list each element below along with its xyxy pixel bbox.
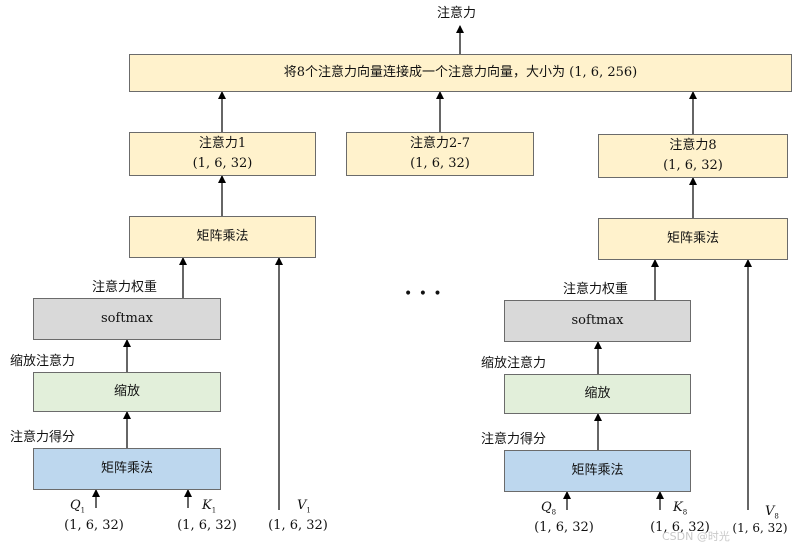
left-scale-label: 缩放 [113, 384, 140, 399]
left-matmul-top-label: 矩阵乘法 [196, 229, 249, 244]
right-scale-label: 缩放 [584, 386, 611, 401]
right-weights-label: 注意力权重 [563, 282, 629, 297]
concat-text: 将8个注意力向量连接成一个注意力向量，大小为 (1, 6, 256) [283, 65, 638, 80]
left-q-shape: (1, 6, 32) [64, 518, 124, 533]
concat-box: 将8个注意力向量连接成一个注意力向量，大小为 (1, 6, 256) [129, 54, 792, 92]
right-k-shape: (1, 6, 32) [650, 520, 710, 535]
right-k-var: K8 [673, 500, 688, 517]
middle-heads-box: 注意力2-7 (1, 6, 32) [346, 132, 534, 176]
right-v-shape: (1, 6, 32) [732, 521, 788, 535]
left-weights-label: 注意力权重 [92, 280, 158, 295]
right-v-var: V8 [765, 504, 779, 521]
left-scale-box: 缩放 [33, 372, 221, 412]
right-q-shape: (1, 6, 32) [534, 520, 594, 535]
right-matmul-top-label: 矩阵乘法 [666, 231, 719, 246]
ellipsis-dots: • • • [404, 286, 443, 302]
left-softmax-box: softmax [33, 298, 221, 340]
left-k-shape: (1, 6, 32) [177, 518, 237, 533]
right-scaled-label: 缩放注意力 [481, 356, 547, 371]
left-v-var: V1 [297, 498, 311, 515]
right-score-label: 注意力得分 [481, 432, 547, 447]
left-k-var: K1 [202, 498, 217, 515]
right-matmul-bottom-label: 矩阵乘法 [571, 463, 624, 478]
left-scaled-label: 缩放注意力 [10, 354, 76, 369]
middle-heads-title: 注意力2-7 [410, 136, 470, 151]
head8-title: 注意力8 [669, 138, 717, 153]
head1-title: 注意力1 [198, 136, 247, 151]
head1-box: 注意力1 (1, 6, 32) [129, 132, 316, 176]
left-softmax-label: softmax [101, 311, 153, 326]
right-softmax-box: softmax [504, 300, 691, 342]
output-label: 注意力 [437, 6, 477, 21]
head1-shape: (1, 6, 32) [192, 156, 253, 171]
watermark-text: CSDN @时光 [662, 530, 730, 543]
middle-heads-shape: (1, 6, 32) [410, 156, 470, 171]
right-softmax-label: softmax [571, 313, 624, 328]
left-q-var: Q1 [70, 498, 86, 515]
left-v-shape: (1, 6, 32) [268, 518, 328, 533]
left-matmul-bottom-label: 矩阵乘法 [100, 461, 153, 476]
left-matmul-top-box: 矩阵乘法 [129, 216, 316, 258]
right-q-var: Q8 [541, 500, 557, 517]
head8-shape: (1, 6, 32) [663, 158, 723, 173]
left-matmul-bottom-box: 矩阵乘法 [33, 448, 221, 490]
left-score-label: 注意力得分 [10, 430, 76, 445]
right-matmul-top-box: 矩阵乘法 [598, 218, 788, 260]
right-scale-box: 缩放 [504, 374, 691, 414]
head8-box: 注意力8 (1, 6, 32) [598, 134, 788, 178]
right-matmul-bottom-box: 矩阵乘法 [504, 450, 691, 492]
